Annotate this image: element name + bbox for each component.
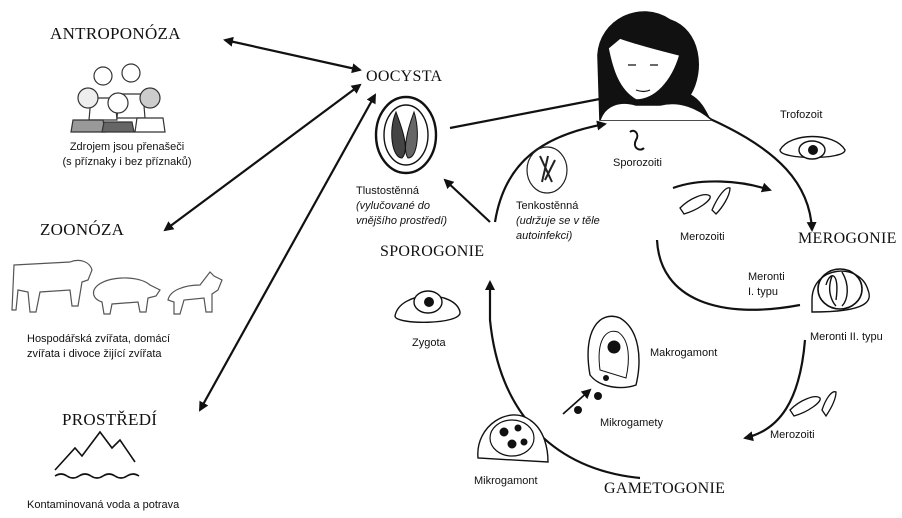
makrogamont-label: Makrogamont: [650, 347, 718, 359]
makrogamont-icon: [587, 315, 640, 389]
thick-wall-note: (vylučované do vnějšího prostředí): [356, 199, 447, 229]
meronti-i-label: Meronti I. typu: [748, 270, 785, 300]
thin-wall-note-line-2: autoinfekci): [516, 230, 573, 242]
dog-icon: [167, 271, 223, 315]
merogonie-heading: MEROGONIE: [798, 230, 897, 247]
antroponoza-heading: ANTROPONÓZA: [50, 24, 181, 43]
arc-merogonie-to-gametogonie: [743, 339, 807, 442]
arrow-prostredi: [199, 93, 376, 412]
antroponoza-note: Zdrojem jsou přenašeči (s příznaky i bez…: [62, 140, 192, 170]
pig-icon: [92, 277, 161, 315]
sporozoite-icon: [629, 129, 645, 151]
people-group-icon: [70, 63, 166, 133]
trofozoit-label: Trofozoit: [780, 109, 823, 121]
thick-wall-label: Tlustostěnná: [356, 185, 419, 197]
merozoiti-icon-2: [789, 391, 837, 418]
meronti-i-line-1: Meronti: [748, 271, 785, 283]
arc-meronti-loop: [655, 239, 801, 311]
cow-icon: [11, 259, 93, 313]
prostredi-heading: PROSTŘEDÍ: [62, 410, 158, 429]
oocysta-heading: OOCYSTA: [366, 68, 443, 85]
mikrogamety-label: Mikrogamety: [600, 417, 663, 429]
thin-wall-note: (udržuje se v těle autoinfekci): [516, 214, 600, 244]
meronti-ii-icon: [811, 268, 870, 313]
cycle-arcs: [485, 116, 817, 480]
arc-host-to-merogonie: [707, 116, 817, 232]
merozoiti-label-2: Merozoiti: [770, 429, 815, 441]
arc-sporozoiti-to-merozoiti: [672, 180, 772, 193]
mountains-water-icon: [54, 430, 140, 479]
mikrogamont-icon: [477, 414, 549, 463]
thin-oocyst-icon: [526, 146, 568, 194]
human-host-icon: [597, 11, 713, 121]
meronti-ii-label: Meronti II. typu: [810, 331, 883, 343]
prostredi-note: Kontaminovaná voda a potrava: [27, 499, 180, 511]
zygota-icon: [394, 290, 461, 323]
mikrogamont-label: Mikrogamont: [474, 475, 538, 487]
transmission-arrows: [163, 36, 612, 412]
zoonoza-heading: ZOONÓZA: [40, 220, 125, 239]
arrow-mikrogamety: [562, 388, 592, 415]
thick-oocyst-icon: [374, 95, 438, 175]
arrow-sporogonie-to-thick: [443, 178, 491, 223]
merozoiti-label-1: Merozoiti: [680, 231, 725, 243]
zoonoza-note-line-1: Hospodářská zvířata, domácí: [27, 333, 171, 345]
arrow-zoonoza: [163, 83, 362, 232]
sporogonie-heading: SPOROGONIE: [380, 243, 485, 260]
trofozoit-icon: [779, 135, 846, 160]
arrow-antroponoza: [223, 36, 362, 74]
mikrogamety-icon: [574, 375, 609, 414]
thin-wall-label: Tenkostěnná: [516, 200, 579, 212]
thick-wall-note-line-1: (vylučované do: [356, 200, 430, 212]
merozoiti-icon-1: [679, 187, 731, 215]
meronti-i-line-2: I. typu: [748, 286, 778, 298]
antroponoza-note-line-2: (s příznaky i bez příznaků): [62, 156, 192, 168]
gametogonie-heading: GAMETOGONIE: [604, 480, 726, 497]
zygota-label: Zygota: [412, 337, 446, 349]
zoonoza-note-line-2: zvířata i divoce žijící zvířata: [27, 348, 162, 360]
arc-sporogonie-to-sporozoiti: [493, 120, 607, 223]
zoonoza-note: Hospodářská zvířata, domácí zvířata i di…: [27, 332, 170, 362]
sporozoiti-label: Sporozoiti: [613, 157, 662, 169]
thin-wall-note-line-1: (udržuje se v těle: [516, 215, 600, 227]
arrow-oocysta-to-host: [449, 93, 612, 130]
antroponoza-note-line-1: Zdrojem jsou přenašeči: [69, 141, 185, 153]
thick-wall-note-line-2: vnějšího prostředí): [356, 215, 448, 227]
